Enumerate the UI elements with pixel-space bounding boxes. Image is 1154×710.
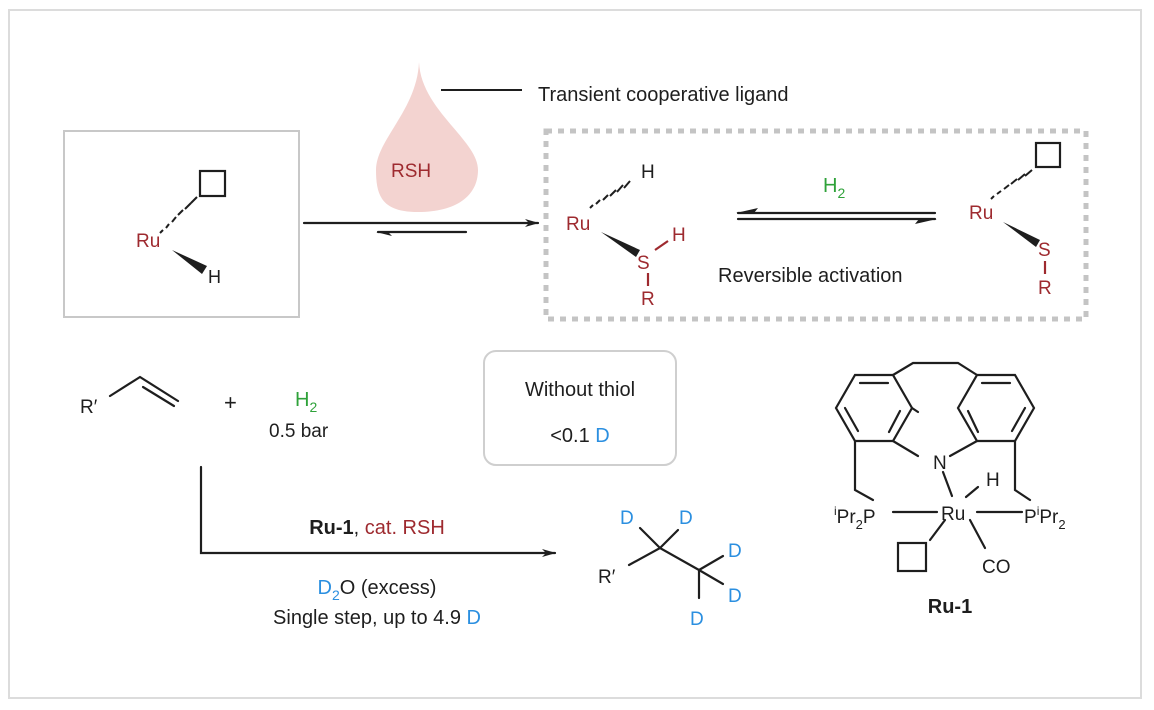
hydride-label: H <box>641 162 655 183</box>
conditions-top: Ru-1, cat. RSH <box>309 517 445 539</box>
control-box <box>483 350 677 466</box>
r-prime-label: R′ <box>598 567 616 588</box>
catalyst-name: Ru-1 <box>928 596 972 618</box>
thiol-h-label: H <box>672 225 686 246</box>
deuterium-label: D <box>690 609 704 630</box>
deuterium-label: D <box>679 508 693 529</box>
h2-reagent-label: H2 <box>823 175 845 201</box>
cyclobutyl-icon <box>896 541 928 573</box>
r-group-label: R <box>1038 278 1052 299</box>
middle-complex: H Ru S H R <box>566 162 686 310</box>
thiol-drop: RSH <box>376 62 478 212</box>
alkene-reactant: R′ <box>80 375 180 418</box>
control-title: Without thiol <box>525 379 635 401</box>
left-phosphine-label: iPr2P <box>834 504 876 532</box>
h2-label: H2 <box>295 389 317 415</box>
hydride-label: H <box>208 267 221 287</box>
reverse-arrow <box>376 230 468 236</box>
right-complex: Ru S R <box>969 141 1062 299</box>
conditions-solvent: D2O (excess) <box>318 577 437 603</box>
control-value: <0.1 D <box>550 425 610 447</box>
conditions-summary: Single step, up to 4.9 D <box>273 607 481 629</box>
metal-label: Ru <box>136 231 160 252</box>
reaction-arrow <box>199 465 557 557</box>
drop-label: RSH <box>391 161 431 182</box>
left-complex-box <box>63 130 300 318</box>
open-site-square-icon <box>1034 141 1062 169</box>
catalyst-metal-label: Ru <box>941 504 965 525</box>
carbonyl-label: CO <box>982 557 1011 578</box>
wedge-bond <box>172 250 207 274</box>
plus-sign: + <box>224 390 237 415</box>
metal-label: Ru <box>969 203 993 224</box>
equilibrium-arrows <box>736 208 937 224</box>
left-complex: Ru H <box>136 169 227 287</box>
pressure-label: 0.5 bar <box>269 421 329 442</box>
equilibrium-caption: Reversible activation <box>718 265 903 287</box>
ru1-catalyst-structure <box>834 361 1036 573</box>
right-phosphine-label: PiPr2 <box>1024 504 1066 532</box>
deuterated-product: R′ D D D D D <box>598 508 742 630</box>
sulfur-label: S <box>1038 240 1051 261</box>
deuterium-label: D <box>620 508 634 529</box>
sulfur-label: S <box>637 253 650 274</box>
open-site-square-icon <box>198 169 227 198</box>
r-prime-label: R′ <box>80 397 98 418</box>
nitrogen-label: N <box>933 453 947 474</box>
equilibrium-box <box>543 128 1089 322</box>
metal-label: Ru <box>566 214 590 235</box>
deuterium-label: D <box>728 586 742 607</box>
r-group-label: R <box>641 289 655 310</box>
deuterium-label: D <box>728 541 742 562</box>
catalyst-hydride-label: H <box>986 470 1000 491</box>
hashed-bond <box>159 196 198 234</box>
ligand-label: Transient cooperative ligand <box>538 84 789 106</box>
